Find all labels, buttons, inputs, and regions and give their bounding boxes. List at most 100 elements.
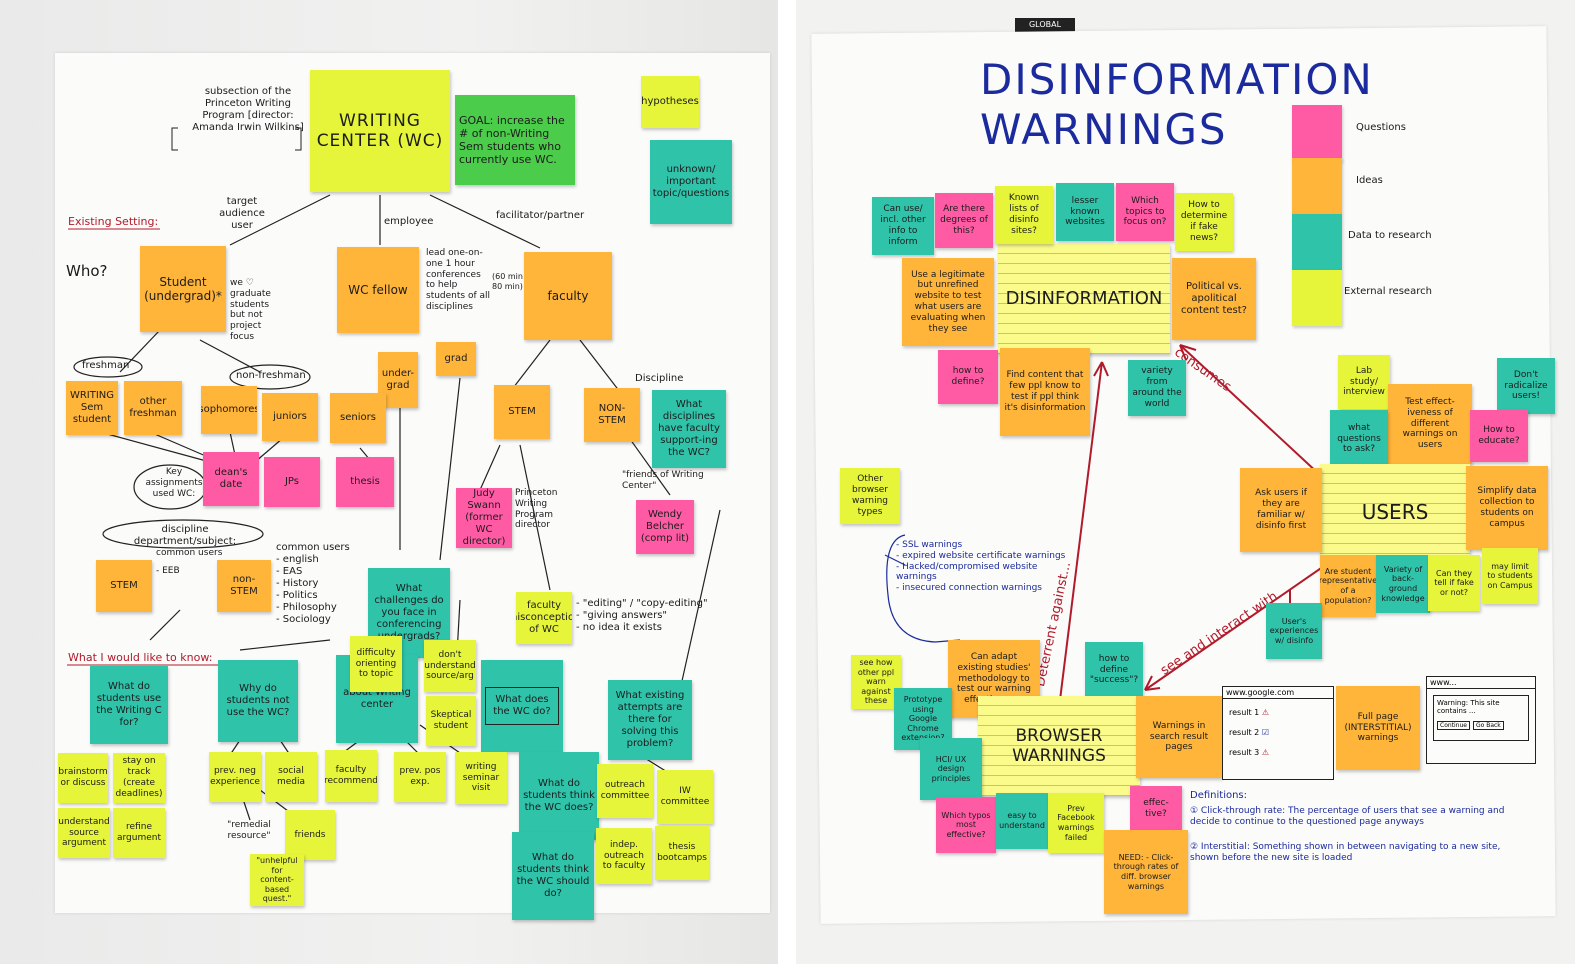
how-educate-note: How to educate?	[1470, 410, 1528, 462]
warning-types-list: - SSL warnings - expired website certifi…	[896, 540, 1066, 594]
prev-neg-note: prev. neg experience	[209, 752, 261, 802]
thesis-note: thesis	[336, 457, 394, 507]
variety-background-note: Variety of back-ground knowledge	[1376, 555, 1430, 613]
definition-interstitial: ② Interstitial: Something shown in betwe…	[1190, 842, 1501, 863]
deans-date-note: dean's date	[203, 452, 259, 506]
what-students-think-does-note: What do students think the WC does?	[519, 752, 599, 840]
misconceptions-list: - "editing" / "copy-editing" - "giving a…	[576, 598, 708, 633]
skeptical-student-note: Skeptical student	[426, 696, 476, 746]
what-questions-note: what questions to ask?	[1330, 410, 1388, 468]
understand-source-note: understand source argument	[58, 808, 110, 858]
legend-ideas-label: Ideas	[1356, 175, 1383, 186]
friends-of-wc-label: "friends of Writing Center"	[622, 470, 704, 491]
legend-data-label: Data to research	[1348, 230, 1432, 241]
faculty-recommend-note: faculty recommend	[325, 750, 377, 802]
warning-triangle-icon-2: ⚠	[1261, 748, 1269, 757]
thesis-bootcamps-note: thesis bootcamps	[655, 826, 709, 880]
other-browser-note: Other browser warning types	[840, 468, 900, 524]
juniors-note: juniors	[262, 393, 318, 441]
legend-external-swatch	[1292, 270, 1342, 326]
non-stem-yellow-note: non-STEM	[217, 560, 271, 612]
definitions-title: Definitions:	[1190, 790, 1248, 801]
what-students-think-should-note: What do students think the WC should do?	[512, 832, 594, 920]
we-love-grad-note: we ♡ graduate students but not project f…	[230, 278, 271, 342]
dont-understand-note: don't understand source/arg	[424, 640, 476, 692]
how-to-define-note: how to define?	[938, 350, 998, 404]
legend-questions-swatch	[1292, 105, 1342, 161]
outreach-committee-note: outreach committee	[597, 764, 653, 818]
disinformation-card: DISINFORMATION	[998, 244, 1170, 354]
student-representative-note: Are student representative of a populati…	[1320, 555, 1376, 617]
what-does-wc-do-note: What does the WC do?	[481, 660, 563, 752]
which-typos-note: Which typos most effective?	[936, 797, 996, 853]
check-icon: ☑	[1261, 728, 1269, 737]
find-content-note: Find content that few ppl know to test i…	[1000, 348, 1090, 436]
warnings-search-note: Warnings in search result pages	[1136, 696, 1222, 778]
freshman-label: freshman	[82, 360, 130, 371]
wall-label: GLOBAL	[1015, 18, 1075, 32]
see-how-note: see how other ppl warn against these	[851, 655, 901, 709]
panel-divider	[778, 0, 796, 964]
indep-outreach-note: indep. outreach to faculty	[596, 828, 652, 884]
political-note: Political vs. apolitical content test?	[1172, 258, 1256, 340]
full-page-note: Full page (INTERSTITIAL) warnings	[1336, 686, 1420, 770]
refine-argument-note: refine argument	[113, 808, 165, 858]
ask-users-note: Ask users if they are familiar w/ disinf…	[1240, 468, 1322, 552]
seniors-note: seniors	[330, 393, 386, 443]
continue-button[interactable]: Continue	[1437, 721, 1470, 730]
stem-yellow-note: STEM	[96, 560, 152, 612]
what-disciplines-note: What disciplines have faculty support-in…	[652, 390, 726, 468]
iw-committee-note: IW committee	[657, 770, 713, 824]
eeb-label: - EEB	[156, 566, 180, 576]
writing-sem-note: WRITING Sem student	[66, 381, 118, 435]
legend-questions-label: Questions	[1356, 122, 1406, 133]
variety-world-note: variety from around the world	[1128, 360, 1186, 416]
princeton-wp-director-label: Princeton Writing Program director	[515, 488, 558, 531]
sophomores-note: sophomores	[201, 386, 257, 434]
legend-ideas-swatch	[1292, 158, 1342, 214]
result2-row: result 2 ☑	[1229, 728, 1269, 737]
existing-setting-heading: Existing Setting:	[68, 215, 159, 228]
stem-orange-note: STEM	[494, 385, 550, 439]
faculty-misconception-note: faculty misconception of WC	[516, 592, 572, 644]
dont-radicalize-note: Don't radicalize users!	[1497, 358, 1555, 414]
warning-triangle-icon: ⚠	[1261, 708, 1269, 717]
remedial-label: "remedial resource"	[227, 820, 271, 841]
target-audience-label: target audience user	[219, 196, 265, 231]
jps-note: JPs	[264, 457, 320, 507]
wc-fellow-note: WC fellow	[337, 247, 419, 333]
social-media-note: social media	[265, 752, 317, 802]
definition-click-through: ① Click-through rate: The percentage of …	[1190, 806, 1505, 827]
hypotheses-note: hypotheses	[641, 76, 699, 128]
users-experiences-note: User's experiences w/ disinfo	[1266, 603, 1322, 659]
can-they-tell-note: Can they tell if fake or not?	[1428, 555, 1480, 611]
users-card: USERS	[1320, 464, 1470, 560]
student-note: Student (undergrad)*	[140, 246, 226, 332]
faculty-note: faculty	[524, 252, 612, 340]
left-photo-panel: subsection of the Princeton Writing Prog…	[0, 0, 778, 964]
prev-pos-note: prev. pos exp.	[394, 752, 446, 802]
facilitator-label: facilitator/partner	[496, 210, 585, 221]
judy-swann-note: Judy Swann (former WC director)	[456, 488, 512, 548]
legend-data-swatch	[1292, 214, 1342, 270]
may-limit-note: may limit to students on Campus	[1482, 548, 1538, 604]
grad-note: grad	[436, 342, 476, 376]
disinformation-warnings-title: DISINFORMATION WARNINGS	[980, 55, 1374, 155]
easy-understand-note: easy to understand	[996, 793, 1048, 849]
lab-study-note: Lab study/ interview	[1338, 355, 1390, 409]
can-use-note: Can use/ incl. other info to inform	[872, 197, 934, 255]
key-assignments-label: Key assignments used WC:	[145, 467, 203, 499]
effective-note: effec-tive?	[1130, 786, 1182, 832]
wendy-belcher-note: Wendy Belcher (comp lit)	[636, 500, 694, 554]
warning-text: Warning: This site contains ...	[1437, 699, 1500, 715]
existing-attempts-note: What existing attempts are there for sol…	[608, 680, 692, 760]
unknown-topic-note: unknown/ important topic/questions	[650, 140, 732, 224]
go-back-button[interactable]: Go Back	[1472, 721, 1504, 730]
subsection-note: subsection of the Princeton Writing Prog…	[192, 86, 304, 133]
sketch-url-bar: www.google.com	[1223, 687, 1333, 699]
test-effectiveness-note: Test effect-iveness of different warning…	[1388, 384, 1472, 464]
browser-warnings-card: BROWSER WARNINGS	[978, 696, 1140, 796]
goal-note: GOAL: increase the # of non-Writing Sem …	[455, 95, 575, 185]
who-label: Who?	[66, 262, 108, 280]
friends-note: friends	[285, 810, 335, 860]
